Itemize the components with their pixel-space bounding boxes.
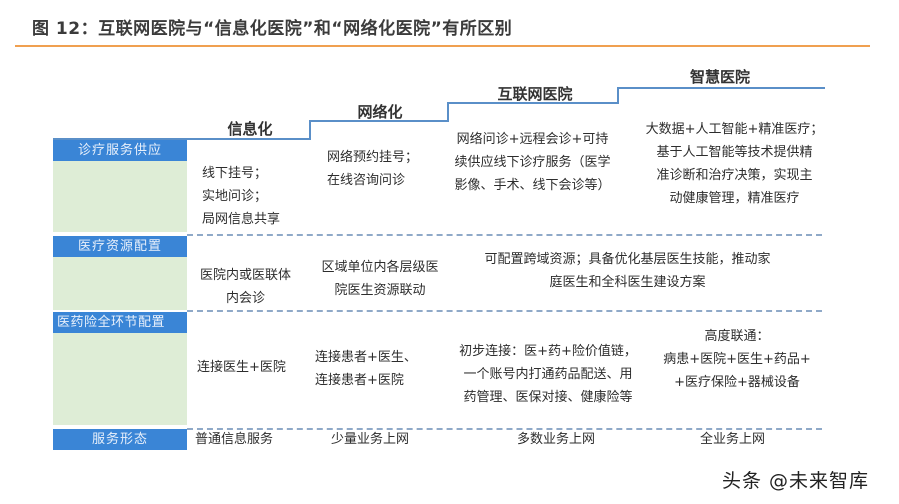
cell-line: 连接患者+医生、 [315, 350, 417, 365]
row-divider [187, 428, 822, 430]
cell-line: 初步连接：医+药+险价值链， [459, 344, 637, 359]
cell-service-supply-smart-hospital: 大数据+人工智能+精准医疗； 基于人工智能等技术提供精 准诊断和治疗决策，实现主… [632, 118, 837, 210]
cell-line: 多数业务上网 [517, 432, 596, 447]
cell-line: 网络预约挂号； [327, 150, 419, 165]
row-body-medical-pharma-insurance [53, 333, 187, 425]
cell-service-supply-informatization: 线下挂号； 实地问诊； 局网信息共享 [202, 162, 280, 231]
cell-line: 连接医生+医院 [197, 360, 286, 375]
cell-line: 区域单位内各层级医 [321, 260, 439, 275]
stage-label-smart-hospital: 智慧医院 [689, 68, 750, 86]
cell-line: 普通信息服务 [195, 432, 274, 447]
cell-line: 基于人工智能等技术提供精 [656, 145, 813, 160]
title-divider [15, 45, 870, 47]
cell-service-form-networked: 少量业务上网 [331, 428, 409, 451]
cell-service-form-informatization: 普通信息服务 [195, 428, 273, 451]
row-header-service-form: 服务形态 [53, 429, 187, 450]
cell-pharma-networked: 连接患者+医生、 连接患者+医院 [315, 346, 417, 392]
row-divider [187, 310, 822, 312]
row-body-resource-allocation [53, 257, 187, 310]
cell-line: 药管理、医保对接、健康险等 [463, 390, 633, 405]
cell-line: 影像、手术、线下会诊等） [454, 178, 611, 193]
cell-line: 网络问诊+远程会诊+可持 [456, 132, 609, 147]
cell-line: 准诊断和治疗决策，实现主 [656, 168, 813, 183]
cell-service-form-internet-hospital: 多数业务上网 [517, 428, 595, 451]
cell-line: 在线咨询问诊 [327, 173, 406, 188]
row-header-service-supply: 诊疗服务供应 [53, 140, 187, 161]
cell-line: 连接患者+医院 [315, 373, 404, 388]
cell-line: 院医生资源联动 [334, 283, 426, 298]
watermark: 头条 @未来智库 [722, 470, 870, 492]
cell-service-form-smart-hospital: 全业务上网 [700, 428, 765, 451]
cell-line: 病患+医院+医生+药品+ [663, 352, 811, 367]
cell-line: 实地问诊； [202, 189, 268, 204]
cell-line: 动健康管理，精准医疗 [669, 191, 800, 206]
cell-line: 少量业务上网 [331, 432, 410, 447]
cell-line: 可配置跨域资源；具备优化基层医生技能，推动家 [484, 252, 771, 267]
row-header-resource-allocation: 医疗资源配置 [53, 236, 187, 257]
cell-line: 线下挂号； [202, 166, 268, 181]
cell-line: 高度联通： [704, 329, 770, 344]
cell-service-supply-internet-hospital: 网络问诊+远程会诊+可持 续供应线下诊疗服务（医学 影像、手术、线下会诊等） [440, 128, 625, 197]
row-header-medical-pharma-insurance: 医药险全环节配置 [53, 312, 187, 333]
cell-service-supply-networked: 网络预约挂号； 在线咨询问诊 [327, 146, 418, 192]
cell-line: 全业务上网 [700, 432, 766, 447]
cell-resource-allocation-internet-smart: 可配置跨域资源；具备优化基层医生技能，推动家 庭医生和全科医生建设方案 [455, 248, 800, 294]
cell-line: 一个账号内打通药品配送、用 [463, 367, 633, 382]
cell-line: +医疗保险+器械设备 [674, 375, 800, 390]
cell-pharma-informatization: 连接医生+医院 [197, 356, 286, 379]
cell-line: 大数据+人工智能+精准医疗； [645, 122, 824, 137]
cell-pharma-smart-hospital: 高度联通： 病患+医院+医生+药品+ +医疗保险+器械设备 [652, 325, 822, 394]
row-divider [187, 234, 822, 236]
cell-line: 医院内或医联体 [199, 268, 291, 283]
row-body-service-supply [53, 161, 187, 232]
cell-line: 庭医生和全科医生建设方案 [549, 275, 706, 290]
figure-title: 图 12：互联网医院与“信息化医院”和“网络化医院”有所区别 [32, 19, 513, 39]
cell-line: 内会诊 [225, 291, 265, 306]
cell-resource-allocation-networked: 区域单位内各层级医 院医生资源联动 [305, 256, 455, 302]
cell-pharma-internet-hospital: 初步连接：医+药+险价值链， 一个账号内打通药品配送、用 药管理、医保对接、健康… [448, 340, 648, 409]
cell-line: 续供应线下诊疗服务（医学 [454, 155, 611, 170]
stage-label-informatization: 信息化 [227, 120, 273, 138]
cell-line: 局网信息共享 [202, 212, 281, 227]
stage-label-internet-hospital: 互联网医院 [497, 85, 573, 103]
stage-label-networked: 网络化 [357, 103, 403, 121]
cell-resource-allocation-informatization: 医院内或医联体 内会诊 [188, 264, 303, 310]
